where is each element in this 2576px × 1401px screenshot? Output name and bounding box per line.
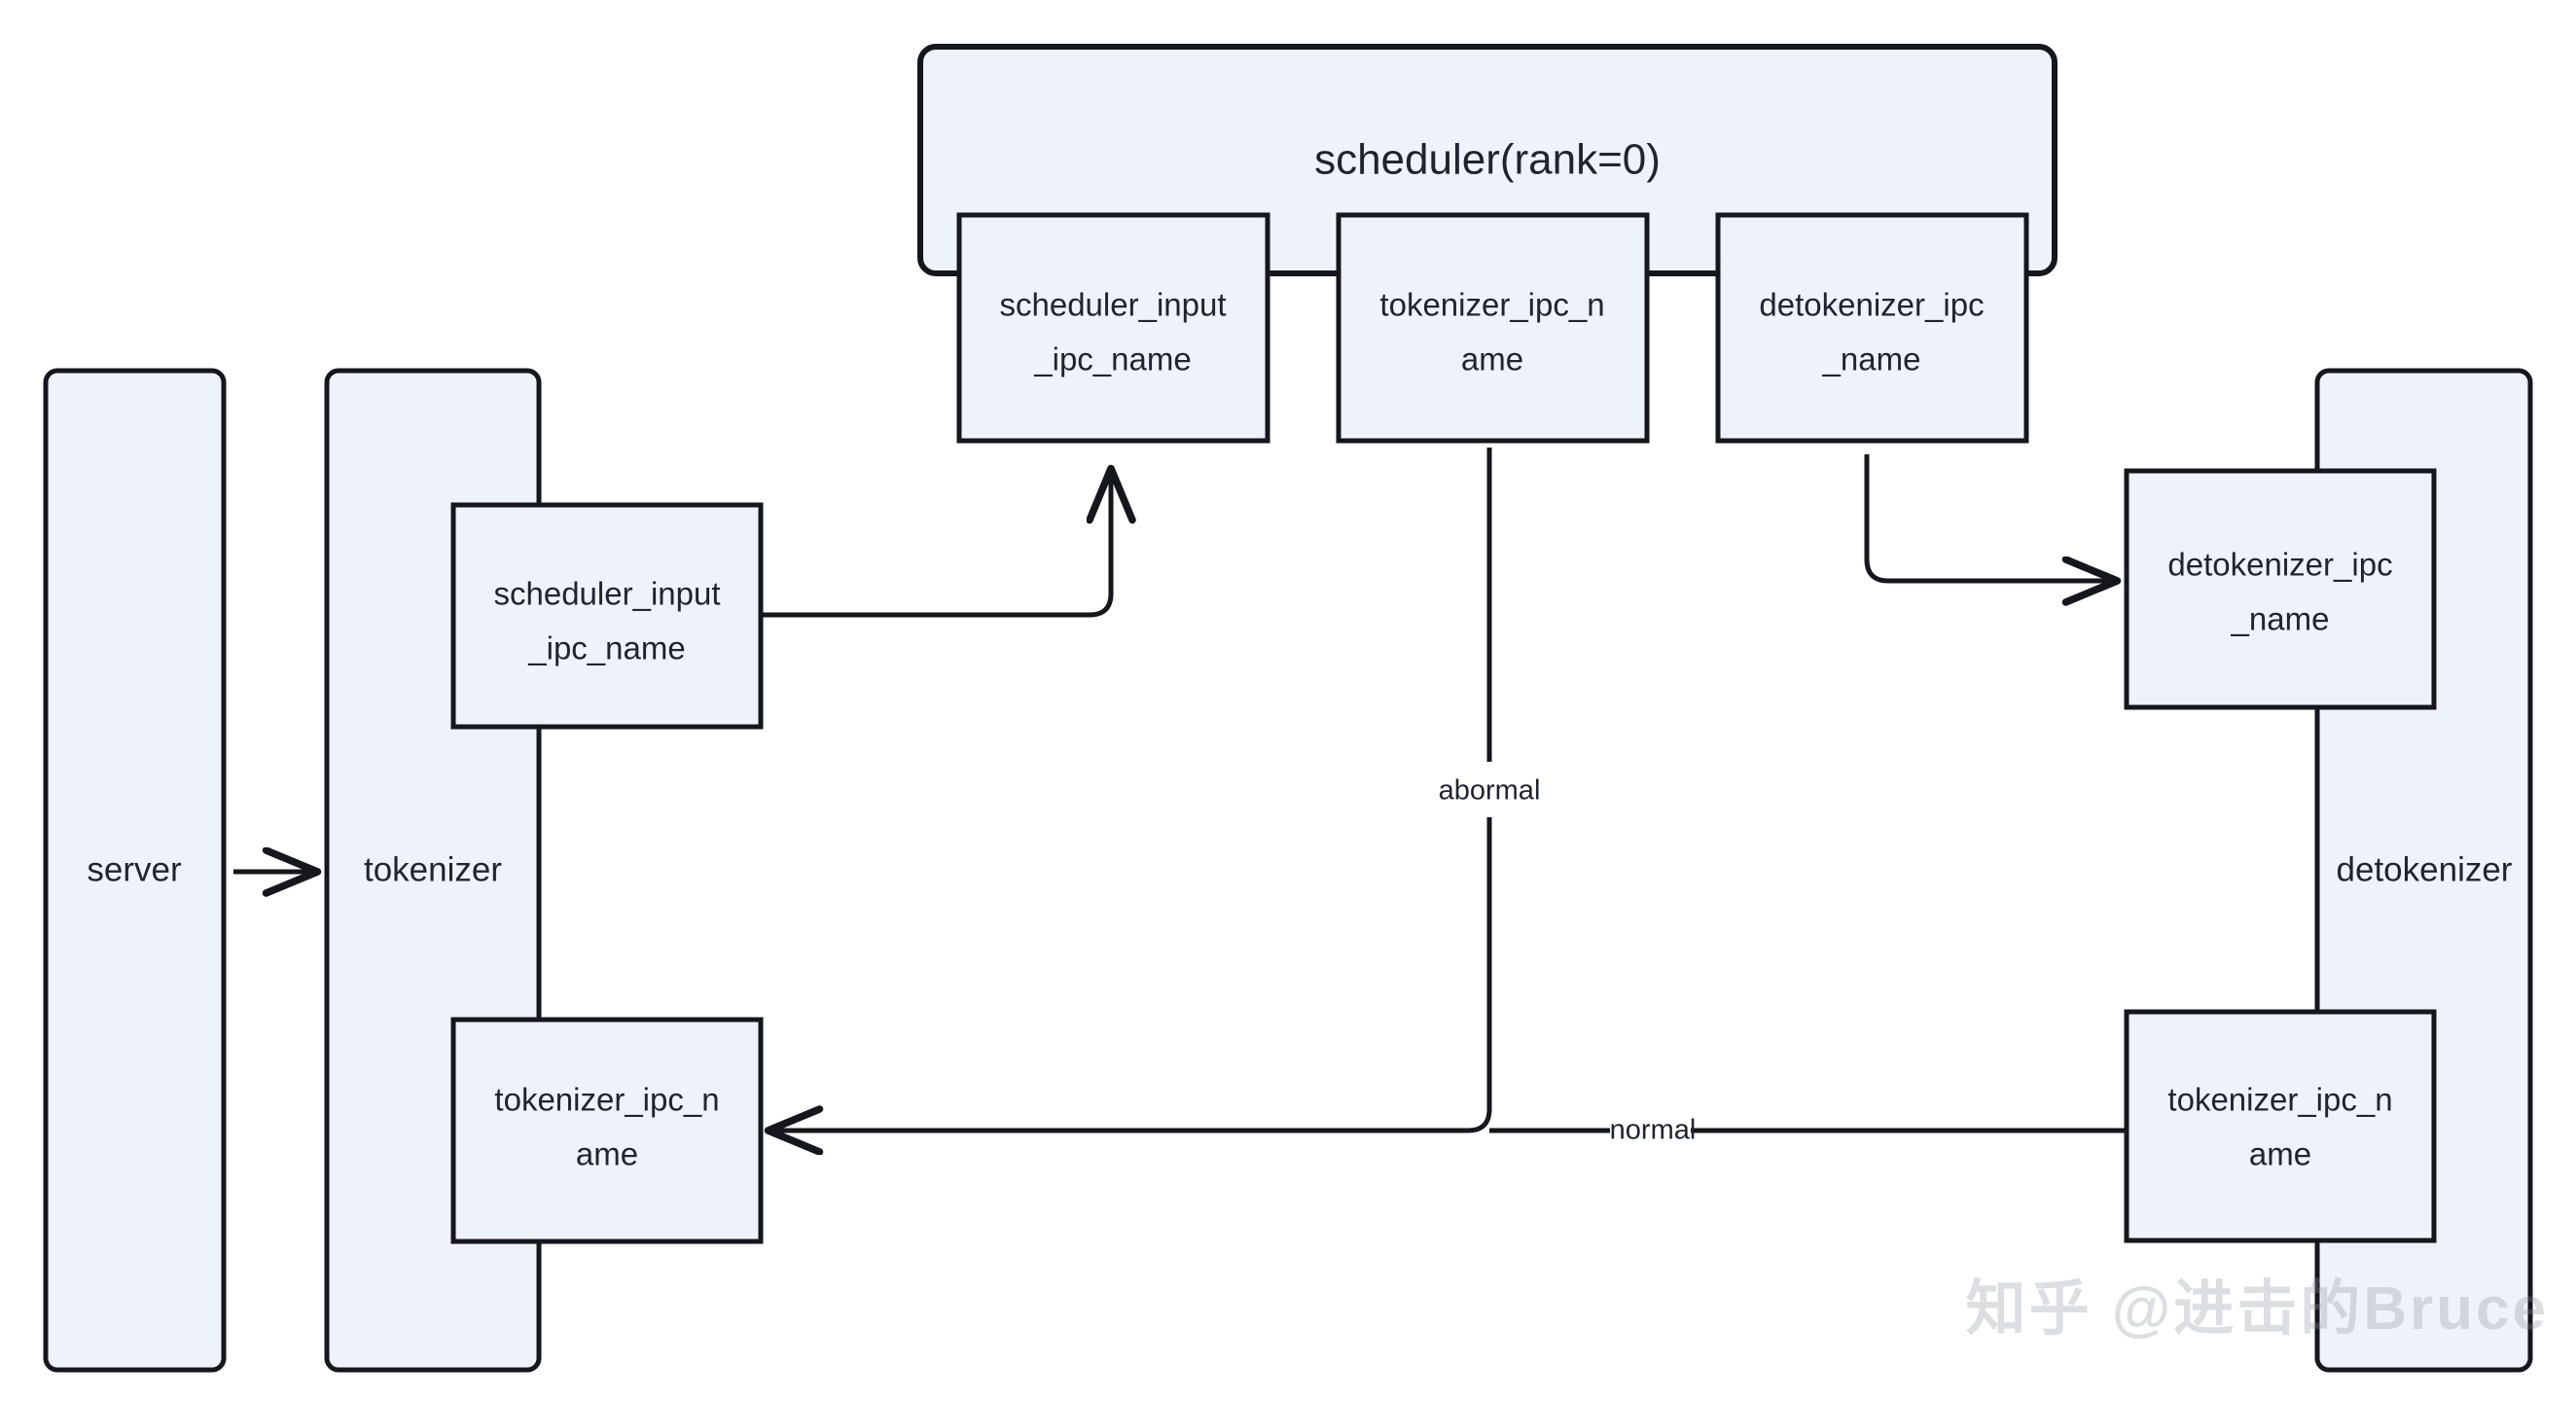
node-scheduler-input-ipc-name-scheduler-line2: _ipc_name (1033, 341, 1191, 377)
node-scheduler-input-ipc-name-scheduler[interactable]: scheduler_input _ipc_name (956, 212, 1270, 444)
node-tokenizer-ipc-name-tokenizer-shape (450, 1017, 764, 1244)
node-tokenizer-ipc-name-detokenizer-shape (2124, 1009, 2437, 1243)
node-tokenizer-ipc-name-tokenizer-line2: ame (576, 1136, 638, 1172)
node-detokenizer-ipc-name-detokenizer-line1: detokenizer_ipc (2167, 547, 2392, 583)
edge-normal-label: normal (1610, 1115, 1697, 1146)
node-detokenizer-ipc-name-scheduler-shape (1715, 212, 2029, 444)
lane-server[interactable]: server (43, 368, 227, 1373)
node-scheduler-input-ipc-name-tokenizer-line1: scheduler_input (494, 576, 721, 612)
node-detokenizer-ipc-name-scheduler-line1: detokenizer_ipc (1759, 287, 1984, 323)
lane-tokenizer-label: tokenizer (364, 850, 502, 888)
node-tokenizer-ipc-name-scheduler-line1: tokenizer_ipc_n (1379, 287, 1604, 323)
edge-detokenizer[interactable] (1864, 454, 2117, 581)
node-scheduler-input-ipc-name-tokenizer-line2: _ipc_name (527, 630, 685, 666)
group-scheduler-label: scheduler(rank=0) (1314, 136, 1661, 184)
node-tokenizer-ipc-name-tokenizer-line1: tokenizer_ipc_n (494, 1082, 719, 1118)
edge-scheduler-input[interactable] (761, 469, 1111, 618)
edge-abormal-label: abormal (1439, 775, 1541, 807)
node-scheduler-input-ipc-name-scheduler-shape (956, 212, 1270, 444)
edge-abormal[interactable]: abormal (769, 448, 1558, 1131)
node-scheduler-input-ipc-name-tokenizer-shape (450, 502, 764, 730)
node-tokenizer-ipc-name-scheduler-line2: ame (1461, 341, 1523, 377)
edge-normal[interactable]: normal (1489, 1105, 2134, 1156)
lane-server-label: server (87, 850, 182, 888)
node-tokenizer-ipc-name-detokenizer-line1: tokenizer_ipc_n (2167, 1082, 2392, 1118)
lane-detokenizer-label: detokenizer (2337, 850, 2513, 888)
node-tokenizer-ipc-name-detokenizer[interactable]: tokenizer_ipc_n ame (2124, 1009, 2437, 1243)
node-detokenizer-ipc-name-scheduler[interactable]: detokenizer_ipc _name (1715, 212, 2029, 444)
node-tokenizer-ipc-name-scheduler-shape (1336, 212, 1650, 444)
edge-normal-label-bg (1615, 1105, 1691, 1156)
node-detokenizer-ipc-name-detokenizer[interactable]: detokenizer_ipc _name (2124, 468, 2437, 710)
node-tokenizer-ipc-name-scheduler[interactable]: tokenizer_ipc_n ame (1336, 212, 1650, 444)
node-scheduler-input-ipc-name-tokenizer[interactable]: scheduler_input _ipc_name (450, 502, 764, 730)
node-tokenizer-ipc-name-detokenizer-line2: ame (2249, 1136, 2311, 1172)
node-tokenizer-ipc-name-tokenizer[interactable]: tokenizer_ipc_n ame (450, 1017, 764, 1244)
edge-abormal-lower (769, 817, 1492, 1131)
edge-scheduler-input-path (761, 469, 1111, 618)
lane-server-shape (43, 368, 227, 1373)
node-detokenizer-ipc-name-detokenizer-shape (2124, 468, 2437, 710)
node-detokenizer-ipc-name-scheduler-line2: _name (1822, 341, 1921, 377)
edge-detokenizer-path (1864, 454, 2117, 581)
edge-abormal-label-bg (1422, 765, 1558, 815)
node-detokenizer-ipc-name-detokenizer-line2: _name (2231, 601, 2330, 637)
node-scheduler-input-ipc-name-scheduler-line1: scheduler_input (1000, 287, 1227, 323)
